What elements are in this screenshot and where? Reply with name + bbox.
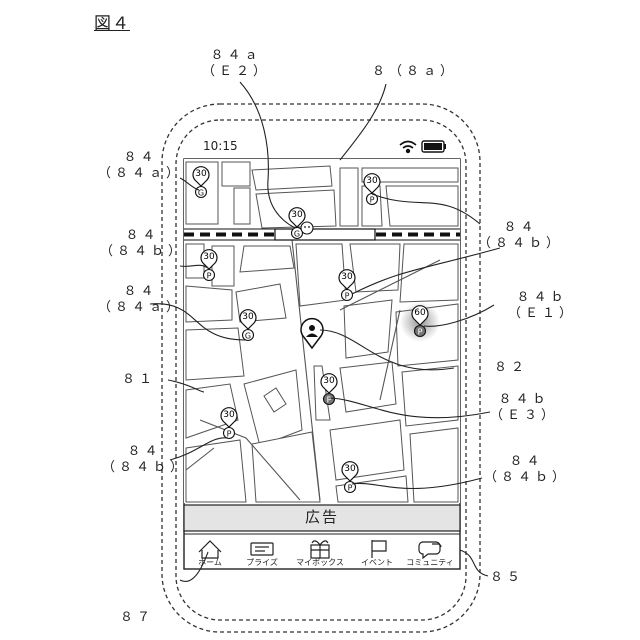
- wifi-icon: [400, 142, 416, 153]
- marker-number: 30: [203, 252, 215, 262]
- marker-number: 30: [344, 464, 356, 474]
- ad-banner-label[interactable]: 広告: [186, 506, 458, 527]
- tab-community[interactable]: コミュニティ: [398, 557, 462, 568]
- chat-badge-icon: [301, 222, 313, 234]
- callout-87: ８７: [120, 610, 154, 626]
- marker-letter: P: [348, 484, 353, 493]
- callout-85: ８５: [490, 570, 524, 586]
- battery-icon: [422, 141, 446, 152]
- marker-letter: P: [345, 292, 350, 301]
- callout-81: ８１: [122, 372, 156, 388]
- callout-84-84b-right-low: ８４（８４ｂ）: [484, 454, 569, 486]
- marker-number: 30: [366, 176, 378, 186]
- marker-number: 30: [291, 210, 303, 220]
- marker-letter: P: [370, 196, 375, 205]
- callout-84-84b-left-low: ８４（８４ｂ）: [102, 444, 187, 476]
- marker-number: 30: [195, 169, 207, 179]
- tab-mybox[interactable]: マイボックス: [288, 557, 352, 568]
- marker-number: 30: [242, 312, 254, 322]
- marker-number: 30: [341, 272, 353, 282]
- callout-84-84b-right-top: ８４（８４ｂ）: [478, 220, 563, 252]
- status-time: 10:15: [203, 139, 238, 153]
- marker-letter: P: [207, 272, 212, 281]
- marker-number: 30: [223, 410, 235, 420]
- tab-prize[interactable]: プライズ: [230, 557, 294, 568]
- marker-letter: G: [245, 332, 251, 341]
- marker-number: 30: [323, 376, 335, 386]
- callout-84-84a-top: ８４（８４ａ）: [98, 150, 183, 182]
- marker-letter: P: [418, 328, 423, 337]
- marker-number: 60: [414, 308, 426, 318]
- callout-84b-e3: ８４ｂ（Ｅ３）: [490, 392, 558, 424]
- callout-84a-e2: ８４ａ（Ｅ２）: [202, 48, 270, 80]
- callout-82: ８２: [494, 360, 528, 376]
- marker-letter: P: [327, 396, 332, 405]
- callout-84-84a-mid: ８４（８４ａ）: [98, 284, 183, 316]
- callout-8: ８（８ａ）: [372, 64, 457, 80]
- callout-84-84b-left: ８４（８４ｂ）: [100, 228, 185, 260]
- marker-letter: P: [227, 430, 232, 439]
- marker-letter: G: [294, 230, 300, 239]
- callout-84b-e1: ８４ｂ（Ｅ１）: [508, 290, 576, 322]
- railway-line: [184, 229, 460, 240]
